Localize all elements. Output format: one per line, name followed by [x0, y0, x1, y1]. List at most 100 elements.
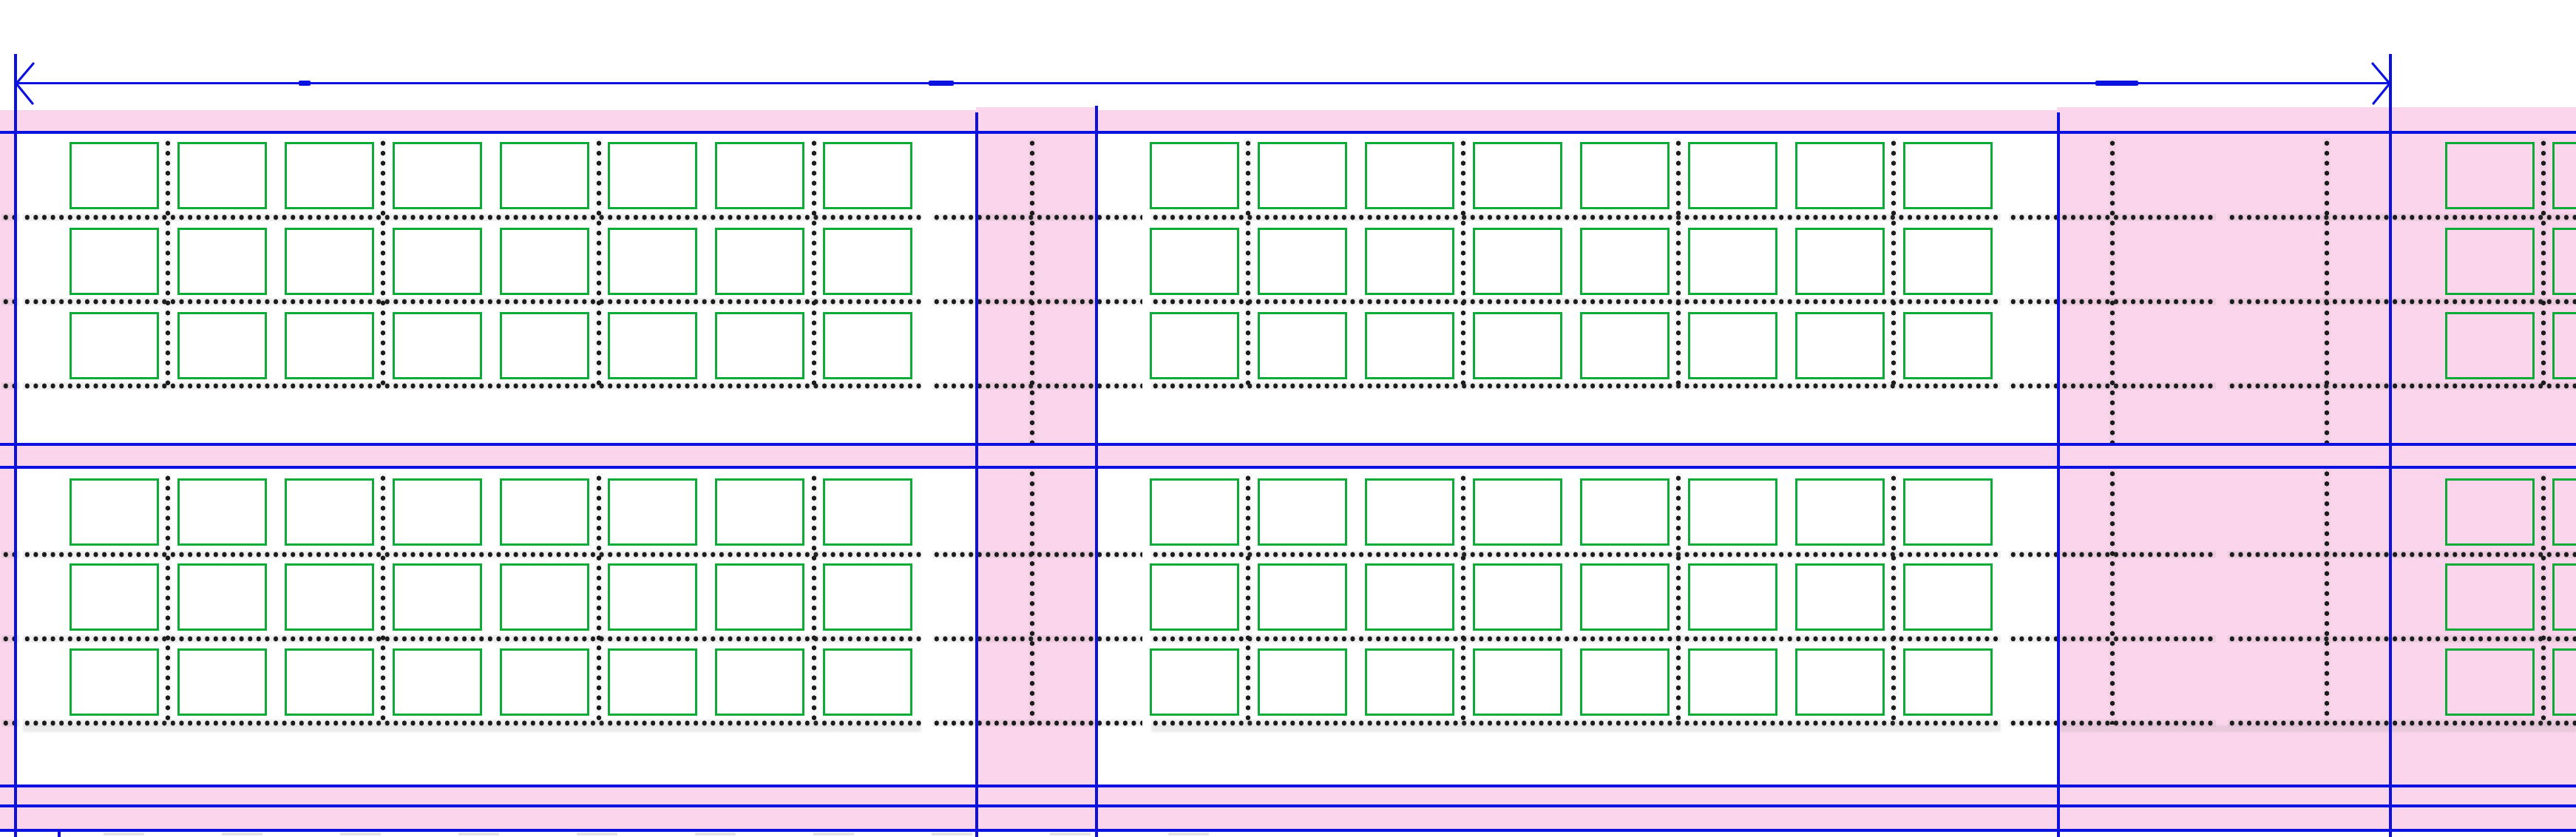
perforation-column [379, 138, 387, 387]
perforation-row [1, 551, 19, 558]
die-cell [177, 228, 267, 295]
die-cell [1150, 312, 1239, 379]
die-cell [1150, 142, 1239, 209]
dimension-tick [299, 81, 311, 86]
die-cell [1580, 142, 1670, 209]
die-cell [1795, 312, 1885, 379]
die-cell [70, 648, 159, 716]
perforation-column [1028, 138, 1036, 443]
die-cell [1473, 228, 1562, 295]
perforation-row [23, 635, 921, 643]
dimension-tick [929, 81, 954, 86]
die-cell [2445, 648, 2535, 716]
die-cell [1795, 228, 1885, 295]
die-cell [500, 312, 589, 379]
perforation-row [23, 214, 921, 221]
die-cell [2445, 142, 2535, 209]
die-cell [285, 228, 374, 295]
die-cell [1903, 563, 1993, 631]
die-cell [1688, 648, 1777, 716]
dimension-line [16, 82, 2390, 84]
bottom-band-lower [0, 807, 2576, 830]
perforation-column [164, 138, 172, 387]
die-cell [823, 478, 912, 546]
die-cell [823, 142, 912, 209]
mid-upper-rule [0, 443, 2576, 446]
die-cell [1258, 142, 1347, 209]
perforation-row [1, 635, 19, 643]
die-cell [1473, 648, 1562, 716]
mid-lower-rule [0, 466, 2576, 469]
die-cell [1688, 228, 1777, 295]
die-cell [285, 563, 374, 631]
perforation-row [1151, 719, 2001, 727]
bottom-rule-3 [0, 829, 2576, 832]
die-cell [177, 142, 267, 209]
die-cell [500, 142, 589, 209]
perforation-row [1, 719, 19, 727]
die-cell [1903, 228, 1993, 295]
die-cell [715, 478, 804, 546]
perforation-column [1460, 138, 1467, 387]
die-cell [393, 648, 482, 716]
die-cell [1258, 648, 1347, 716]
die-cell [1365, 478, 1454, 546]
perforation-row [1151, 551, 2001, 558]
die-cell [1580, 478, 1670, 546]
group-separator-panel [976, 107, 1097, 831]
die-cell [2552, 312, 2576, 379]
perforation-column [2109, 138, 2116, 443]
perforation-column [1675, 138, 1682, 387]
die-cell [608, 563, 697, 631]
perforation-column [1890, 473, 1897, 725]
perforation-column [1244, 473, 1252, 725]
die-cell [1795, 563, 1885, 631]
bottom-rule-2 [0, 804, 2576, 807]
perforation-column [1460, 473, 1467, 725]
dimension-tick [2095, 81, 2138, 86]
die-cell [2552, 563, 2576, 631]
die-cell [608, 142, 697, 209]
print-smudge [2060, 725, 2576, 732]
die-cell [1473, 563, 1562, 631]
die-cell [177, 648, 267, 716]
die-cell [285, 478, 374, 546]
die-cell [1365, 563, 1454, 631]
perforation-column [1675, 473, 1682, 725]
band-top-rule [0, 131, 2576, 134]
perforation-row [932, 382, 1142, 390]
die-cell [715, 228, 804, 295]
die-cell [715, 563, 804, 631]
perforation-row [932, 551, 1142, 558]
die-cell [715, 142, 804, 209]
perforation-column [164, 473, 172, 725]
print-smudge [23, 725, 921, 732]
die-cell [1688, 478, 1777, 546]
perforation-column [379, 473, 387, 725]
perforation-row [932, 635, 1142, 643]
die-cell [1903, 142, 1993, 209]
die-cell [1258, 478, 1347, 546]
bottom-dash-marks [104, 833, 1213, 836]
perforation-row [1151, 382, 2001, 390]
die-cell [1150, 563, 1239, 631]
perforation-column [1028, 469, 1036, 725]
die-cell [1365, 142, 1454, 209]
die-cell [2445, 563, 2535, 631]
die-cell [823, 228, 912, 295]
die-cell [1150, 648, 1239, 716]
die-cell [823, 648, 912, 716]
perforation-column [595, 473, 603, 725]
die-cell [1365, 648, 1454, 716]
die-cell [608, 648, 697, 716]
die-cell [2552, 142, 2576, 209]
perforation-row [932, 214, 1142, 221]
die-cell [393, 142, 482, 209]
perforation-row [23, 382, 921, 390]
die-cell [1150, 478, 1239, 546]
die-cell [1258, 228, 1347, 295]
die-cell [500, 648, 589, 716]
die-cell [1795, 648, 1885, 716]
die-cell [1258, 312, 1347, 379]
